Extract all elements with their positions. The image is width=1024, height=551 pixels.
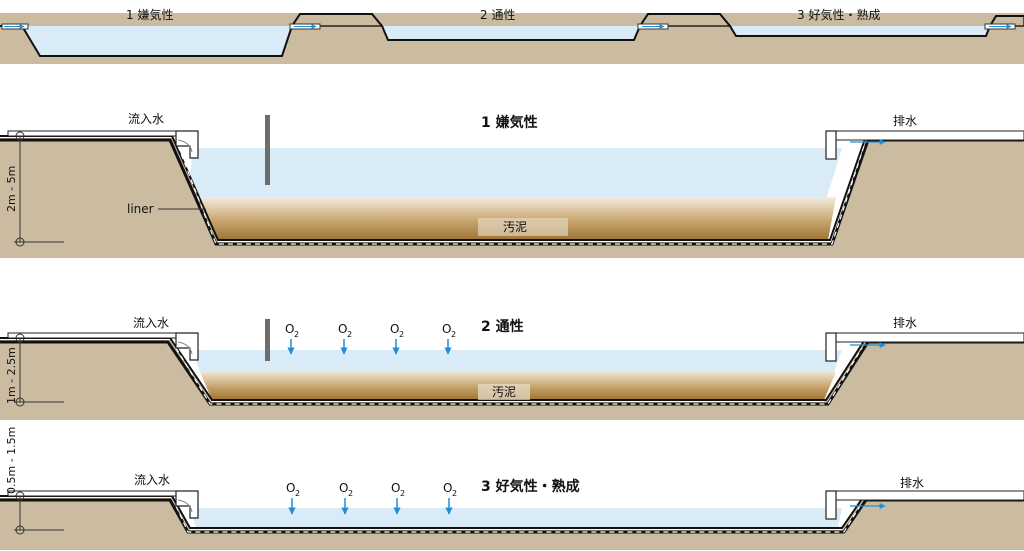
- overview-water-1: [22, 26, 292, 56]
- svg-text:O: O: [443, 481, 452, 495]
- overview-label-3: 3 好気性・熟成: [797, 7, 880, 22]
- overview-label-1: 1 嫌気性: [126, 7, 173, 22]
- inflow-label-2: 流入水: [133, 316, 169, 330]
- svg-text:O: O: [390, 322, 399, 336]
- section-title-3: 3 好気性・熟成: [481, 478, 580, 495]
- svg-text:O: O: [338, 322, 347, 336]
- outflow-label-2: 排水: [893, 316, 917, 330]
- svg-text:2: 2: [399, 330, 404, 339]
- overview-water-2: [380, 26, 640, 40]
- baffle-1: [265, 115, 270, 185]
- baffle-2: [265, 319, 270, 361]
- svg-text:2: 2: [400, 489, 405, 498]
- svg-text:2: 2: [347, 330, 352, 339]
- svg-text:O: O: [442, 322, 451, 336]
- overview-water-3: [730, 26, 990, 36]
- overview-label-2: 2 通性: [480, 8, 515, 22]
- svg-text:2: 2: [348, 489, 353, 498]
- water-1: [190, 148, 842, 178]
- svg-text:2: 2: [295, 489, 300, 498]
- inflow-label-3: 流入水: [134, 473, 170, 487]
- water-2: [192, 350, 842, 372]
- svg-text:O: O: [285, 322, 294, 336]
- soil-3: [0, 498, 1024, 550]
- depth-label-1: 2m - 5m: [5, 166, 18, 212]
- section-title-2: 2 通性: [481, 318, 524, 335]
- overview-profile: [0, 13, 1024, 57]
- section-title-1: 1 嫌気性: [481, 114, 538, 131]
- liner-label: liner: [127, 202, 154, 216]
- depth-label-2: 1m - 2.5m: [5, 347, 18, 404]
- sludge-label-1: 汚泥: [503, 220, 527, 234]
- inflow-label-1: 流入水: [128, 112, 164, 126]
- depth-label-3: 0.5m - 1.5m: [5, 427, 18, 494]
- water-3: [190, 508, 842, 528]
- soil-1: [0, 138, 1024, 258]
- outflow-label-3: 排水: [900, 476, 924, 490]
- svg-text:2: 2: [452, 489, 457, 498]
- outflow-label-1: 排水: [893, 114, 917, 128]
- svg-text:O: O: [339, 481, 348, 495]
- sludge-label-2: 汚泥: [492, 385, 516, 399]
- section-anaerobic: 2m - 5m liner 流入水 排水 1 嫌気性 汚泥: [0, 112, 1024, 258]
- overview-strip: 1 嫌気性 2 通性 3 好気性・熟成: [0, 0, 1024, 64]
- svg-text:O: O: [286, 481, 295, 495]
- water-1b: [190, 178, 833, 198]
- svg-text:2: 2: [451, 330, 456, 339]
- svg-text:O: O: [391, 481, 400, 495]
- svg-text:2: 2: [294, 330, 299, 339]
